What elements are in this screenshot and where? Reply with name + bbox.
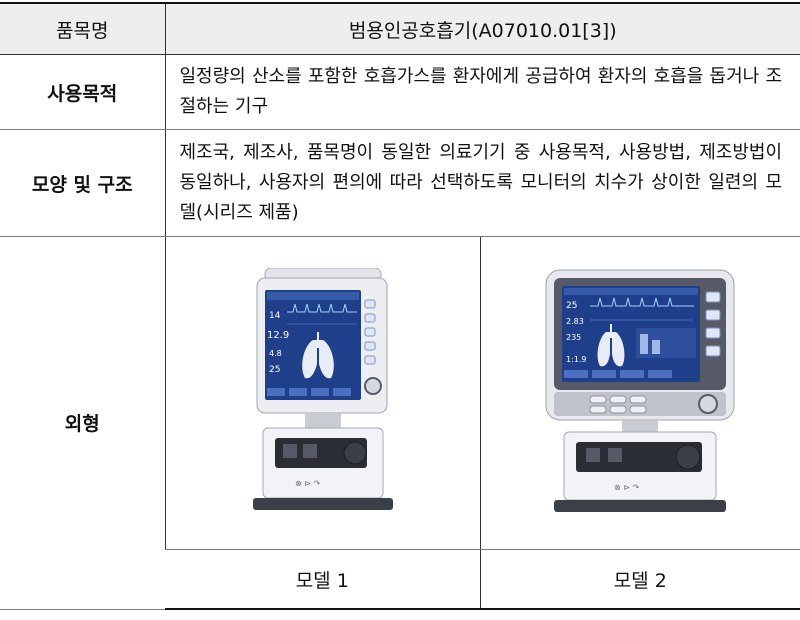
table-row-appearance: 외형 14 12.9 4.8 25 [0,236,800,610]
svg-text:2.83: 2.83 [566,317,584,326]
svg-text:12.9: 12.9 [267,330,289,341]
purpose-label: 사용목적 [0,54,165,130]
ventilator-model-1-image: 14 12.9 4.8 25 [252,268,393,510]
structure-label: 모양 및 구조 [0,129,165,237]
svg-text:1:1.9: 1:1.9 [566,355,587,364]
table-row-header: 품목명 범용인공호흡기(A07010.01[3]) [0,2,800,55]
model-2-caption: 모델 2 [479,549,800,610]
item-name-value: 범용인공호흡기(A07010.01[3]) [164,2,800,55]
svg-text:4.8: 4.8 [269,349,282,358]
table-row-captions: 모델 1 모델 2 [0,549,800,610]
table-row-purpose: 사용목적 일정량의 산소를 포함한 호흡가스를 환자에게 공급하여 환자의 호흡… [0,54,800,130]
structure-text: 제조국, 제조사, 품목명이 동일한 의료기기 중 사용목적, 사용방법, 제조… [164,129,800,237]
ventilator-model-2-image: 25 2.83 235 1:1.9 [545,269,735,512]
model-1-caption: 모델 1 [165,549,480,610]
svg-text:⊗ ⊳ ↷: ⊗ ⊳ ↷ [614,483,639,492]
item-name-label: 품목명 [0,2,165,55]
svg-text:235: 235 [566,333,581,342]
purpose-text: 일정량의 산소를 포함한 호흡가스를 환자에게 공급하여 환자의 호흡을 돕거나… [164,54,800,130]
model-2-image-cell: 25 2.83 235 1:1.9 [479,236,800,550]
svg-text:25: 25 [566,301,577,311]
svg-text:⊗ ⊳ ↷: ⊗ ⊳ ↷ [295,479,320,488]
appearance-label: 외형 [0,236,165,610]
svg-text:25: 25 [269,365,280,375]
model-1-image-cell: 14 12.9 4.8 25 [164,236,480,550]
svg-text:14: 14 [269,311,281,321]
table-row-structure: 모양 및 구조 제조국, 제조사, 품목명이 동일한 의료기기 중 사용목적, … [0,129,800,237]
